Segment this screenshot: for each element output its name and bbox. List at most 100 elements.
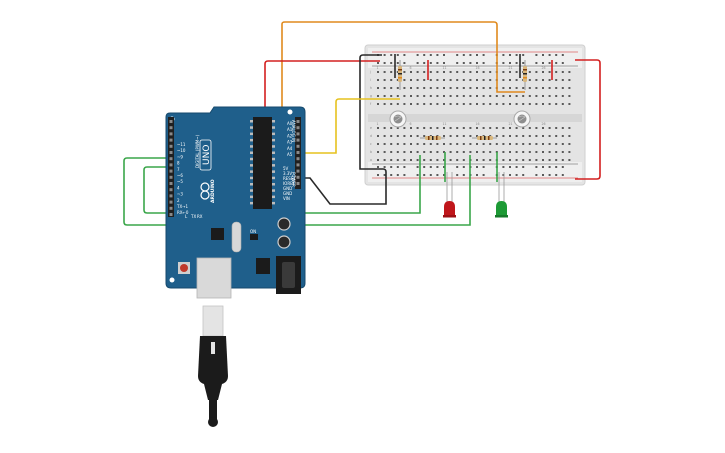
terminal-hole[interactable] [476,87,478,89]
rail-hole[interactable] [522,54,525,56]
terminal-hole[interactable] [456,159,459,161]
rail-hole[interactable] [443,54,445,56]
terminal-hole[interactable] [390,127,393,129]
terminal-hole[interactable] [429,87,432,89]
terminal-hole[interactable] [489,87,492,89]
resistor-4[interactable] [472,136,497,140]
terminal-hole[interactable] [436,87,439,89]
rail-hole[interactable] [403,174,406,176]
terminal-hole[interactable] [403,71,406,73]
terminal-hole[interactable] [383,95,386,97]
terminal-hole[interactable] [542,95,544,97]
rail-hole[interactable] [396,166,399,168]
rail-hole[interactable] [383,54,386,56]
terminal-hole[interactable] [568,151,571,153]
digital-pin-hole[interactable] [169,157,173,161]
terminal-hole[interactable] [568,135,571,137]
terminal-hole[interactable] [390,95,393,97]
terminal-hole[interactable] [390,103,393,105]
terminal-hole[interactable] [436,95,439,97]
terminal-hole[interactable] [515,159,518,161]
rail-hole[interactable] [522,166,525,168]
terminal-hole[interactable] [390,159,393,161]
terminal-hole[interactable] [561,103,564,105]
led-red[interactable] [443,172,456,218]
terminal-hole[interactable] [502,95,505,97]
terminal-hole[interactable] [509,79,511,81]
power-pin-hole[interactable] [296,138,300,142]
terminal-hole[interactable] [443,127,445,129]
terminal-hole[interactable] [476,103,478,105]
terminal-hole[interactable] [568,103,571,105]
terminal-hole[interactable] [528,79,531,81]
terminal-hole[interactable] [482,151,485,153]
rail-hole[interactable] [515,62,518,64]
rail-hole[interactable] [456,62,459,64]
terminal-hole[interactable] [535,95,538,97]
digital-pin-hole[interactable] [169,138,173,142]
terminal-hole[interactable] [482,143,485,145]
terminal-hole[interactable] [502,143,505,145]
terminal-hole[interactable] [416,95,419,97]
terminal-hole[interactable] [443,95,445,97]
terminal-hole[interactable] [561,159,564,161]
terminal-hole[interactable] [535,159,538,161]
terminal-hole[interactable] [377,79,379,81]
terminal-hole[interactable] [443,135,445,137]
terminal-hole[interactable] [528,159,531,161]
terminal-hole[interactable] [548,159,551,161]
rail-hole[interactable] [476,166,478,168]
terminal-hole[interactable] [456,103,459,105]
terminal-hole[interactable] [509,143,511,145]
rail-hole[interactable] [502,166,505,168]
terminal-hole[interactable] [469,127,472,129]
terminal-hole[interactable] [469,87,472,89]
rail-hole[interactable] [436,62,439,64]
terminal-hole[interactable] [383,151,386,153]
terminal-hole[interactable] [429,151,432,153]
terminal-hole[interactable] [449,143,452,145]
terminal-hole[interactable] [568,79,571,81]
terminal-hole[interactable] [469,79,472,81]
digital-pin-hole[interactable] [169,194,173,198]
terminal-hole[interactable] [482,103,485,105]
terminal-hole[interactable] [416,71,419,73]
terminal-hole[interactable] [502,71,505,73]
terminal-hole[interactable] [390,71,393,73]
terminal-hole[interactable] [568,159,571,161]
terminal-hole[interactable] [416,87,419,89]
terminal-hole[interactable] [515,103,518,105]
terminal-hole[interactable] [515,135,518,137]
terminal-hole[interactable] [429,103,432,105]
terminal-hole[interactable] [476,95,478,97]
terminal-hole[interactable] [377,71,379,73]
terminal-hole[interactable] [423,127,426,129]
terminal-hole[interactable] [469,103,472,105]
terminal-hole[interactable] [403,143,406,145]
power-pin-hole[interactable] [296,126,300,130]
resistor-3[interactable] [420,136,445,140]
terminal-hole[interactable] [462,143,465,145]
terminal-hole[interactable] [522,95,525,97]
rail-hole[interactable] [416,174,419,176]
digital-pin-hole[interactable] [169,132,173,136]
terminal-hole[interactable] [462,127,465,129]
terminal-hole[interactable] [416,159,419,161]
terminal-hole[interactable] [509,159,511,161]
terminal-hole[interactable] [495,135,498,137]
rail-hole[interactable] [469,54,472,56]
power-pin-hole[interactable] [296,169,300,173]
digital-pin-hole[interactable] [169,144,173,148]
rail-hole[interactable] [555,54,558,56]
rail-hole[interactable] [377,174,379,176]
terminal-hole[interactable] [416,103,419,105]
terminal-hole[interactable] [403,87,406,89]
terminal-hole[interactable] [449,151,452,153]
terminal-hole[interactable] [548,135,551,137]
terminal-hole[interactable] [535,71,538,73]
terminal-hole[interactable] [509,151,511,153]
terminal-hole[interactable] [476,127,478,129]
terminal-hole[interactable] [548,103,551,105]
terminal-hole[interactable] [535,127,538,129]
rail-hole[interactable] [377,166,379,168]
